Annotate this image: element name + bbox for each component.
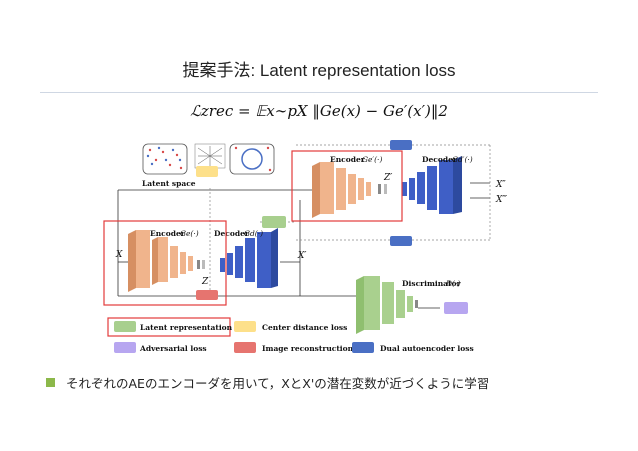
encoder1-highlight: [103, 220, 227, 306]
decoder1-function: Gd(·): [244, 229, 263, 238]
dual-ae-loss-tag-top: [390, 140, 412, 150]
recon-x-prime-label: X′: [297, 251, 306, 261]
encoder1: [128, 230, 205, 292]
encoder1-function: Ge(·): [180, 229, 199, 238]
recon-loss-tag: [196, 290, 218, 300]
bullet-text: それぞれのAEのエンコーダを用いて，XとX'の潜在変数が近づくように学習: [66, 376, 490, 391]
legend-label-0: Latent representation loss: [140, 323, 251, 332]
adversarial-loss-tag: [444, 302, 468, 314]
dual-ae-loss-tag-bottom: [390, 236, 412, 246]
output-x2-label: X″: [495, 180, 506, 190]
legend-label-1: Center distance loss: [262, 323, 347, 332]
decoder1: [220, 228, 278, 288]
legend-swatch-1: [234, 321, 256, 332]
bullet-marker-icon: [46, 378, 55, 387]
latent-z-prime-label: Z′: [383, 173, 392, 183]
title-divider: [40, 92, 598, 93]
discriminator-function: D(·): [445, 279, 460, 288]
legend-label-3: Image reconstruction loss: [262, 344, 372, 353]
decoder1-label: Decoder: [214, 229, 250, 238]
encoder2-function: Ge′(·): [362, 155, 382, 164]
discriminator-label: Discriminator: [402, 279, 462, 288]
encoder2-label: Encoder: [330, 155, 366, 164]
flow-lines: [117, 182, 490, 309]
page-title: 提案手法: Latent representation loss: [182, 61, 456, 80]
legend-swatch-3: [234, 342, 256, 353]
legend-swatch-4: [352, 342, 374, 353]
latent-z-label: Z: [201, 277, 209, 287]
legend-highlight: [107, 317, 231, 337]
output-x3-label: X‴: [495, 195, 507, 205]
encoder2: [312, 162, 387, 218]
discriminator: [356, 276, 418, 334]
legend-swatch-0: [114, 321, 136, 332]
latent-loss-tag: [262, 216, 286, 228]
bullet-point: それぞれのAEのエンコーダを用いて，XとX'の潜在変数が近づくように学習: [46, 373, 489, 392]
decoder2: [402, 156, 462, 214]
loss-formula: ℒzrec = 𝔼x∼pX ‖Ge(x) − Ge′(x′)‖2: [190, 102, 448, 120]
legend-label-2: Adversarial loss: [139, 344, 207, 353]
legend: Latent representation loss Center distan…: [114, 321, 474, 353]
legend-label-4: Dual autoencoder loss: [380, 344, 474, 353]
decoder2-label: Decoder: [422, 155, 458, 164]
encoder2-highlight: [291, 150, 403, 222]
encoder1-label: Encoder: [150, 229, 186, 238]
decoder2-function: Gd′(·): [452, 155, 473, 164]
latent-space-illustration: [142, 143, 275, 177]
input-x-label: X: [115, 250, 123, 260]
legend-swatch-2: [114, 342, 136, 353]
latent-space-label: Latent space: [142, 179, 196, 188]
